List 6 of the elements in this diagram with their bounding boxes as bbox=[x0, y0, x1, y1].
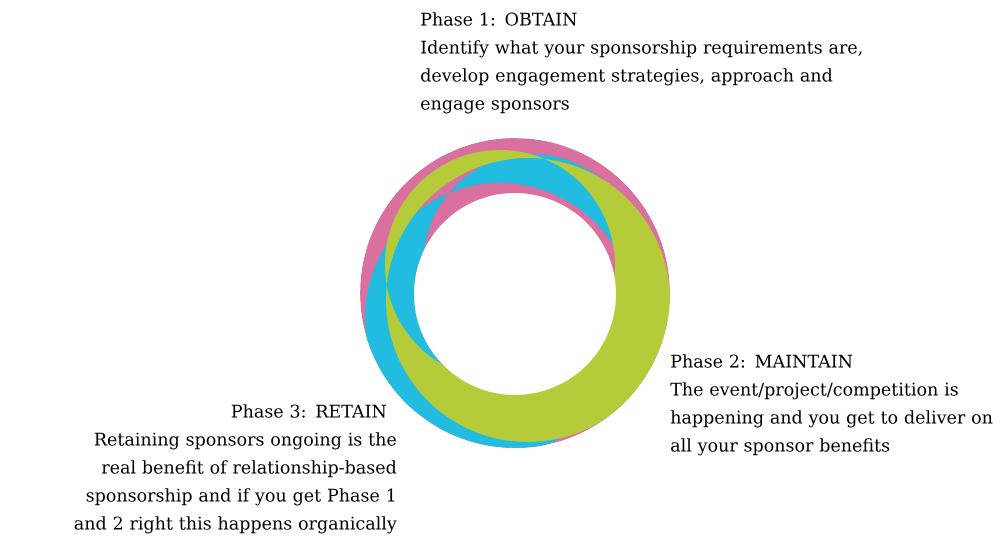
phase-text: Retaining sponsors ongoing is the real benefit of relationship-based sponsorship and if you get Phase 1 and 2 right this happens organically bbox=[74, 432, 397, 534]
phase-text: Identify what your sponsorship requirements are, develop engagement strategies, approach and engage sponsors bbox=[421, 40, 862, 114]
phase-text: The event/project/competition is happening and you get to deliver on all your sponsor benefits bbox=[670, 382, 993, 456]
phase-text: Phase 1: OBTAIN bbox=[421, 12, 577, 26]
phase-text: Phase 2: MAINTAIN bbox=[671, 354, 853, 368]
phase-text: Phase 3: RETAIN bbox=[231, 404, 387, 418]
